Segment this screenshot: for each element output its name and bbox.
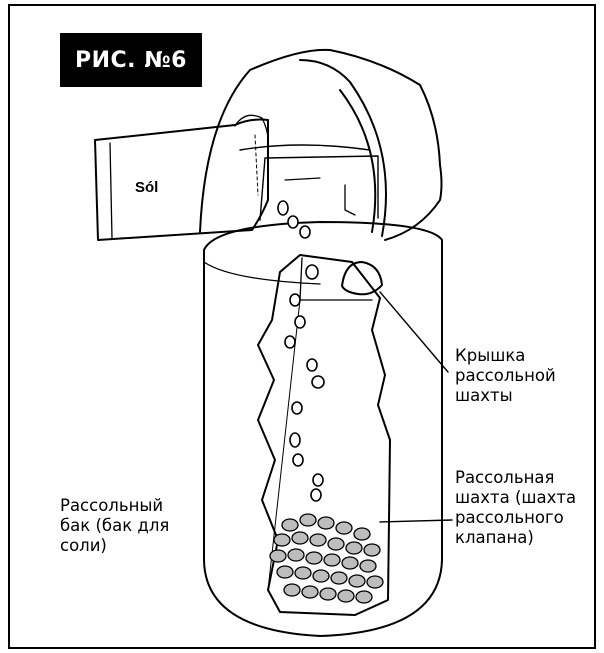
label-line: Рассольная [455,468,576,488]
figure-number-badge: РИС. №6 [60,33,202,87]
salt-pellets-icon [278,201,324,501]
brine-tank-label: Рассольный бак (бак для соли) [60,496,169,556]
label-line: соли) [60,536,169,556]
label-line: Рассольный [60,496,169,516]
label-line: шахта (шахта [455,488,576,508]
label-line: рассольной [455,366,556,386]
brine-well-cover-label: Крышка рассольной шахты [455,346,556,406]
cover-leader-line [380,292,448,372]
label-line: шахты [455,386,556,406]
label-line: клапана) [455,528,576,548]
label-line: бак (бак для [60,516,169,536]
label-line: Крышка [455,346,556,366]
label-line: рассольного [455,508,576,528]
salt-bag-icon [95,120,268,240]
brine-well-label: Рассольная шахта (шахта рассольного клап… [455,468,576,548]
brine-well-cover [342,262,382,294]
tank-rim [204,222,442,250]
salt-bag-label: Sól [135,179,158,196]
